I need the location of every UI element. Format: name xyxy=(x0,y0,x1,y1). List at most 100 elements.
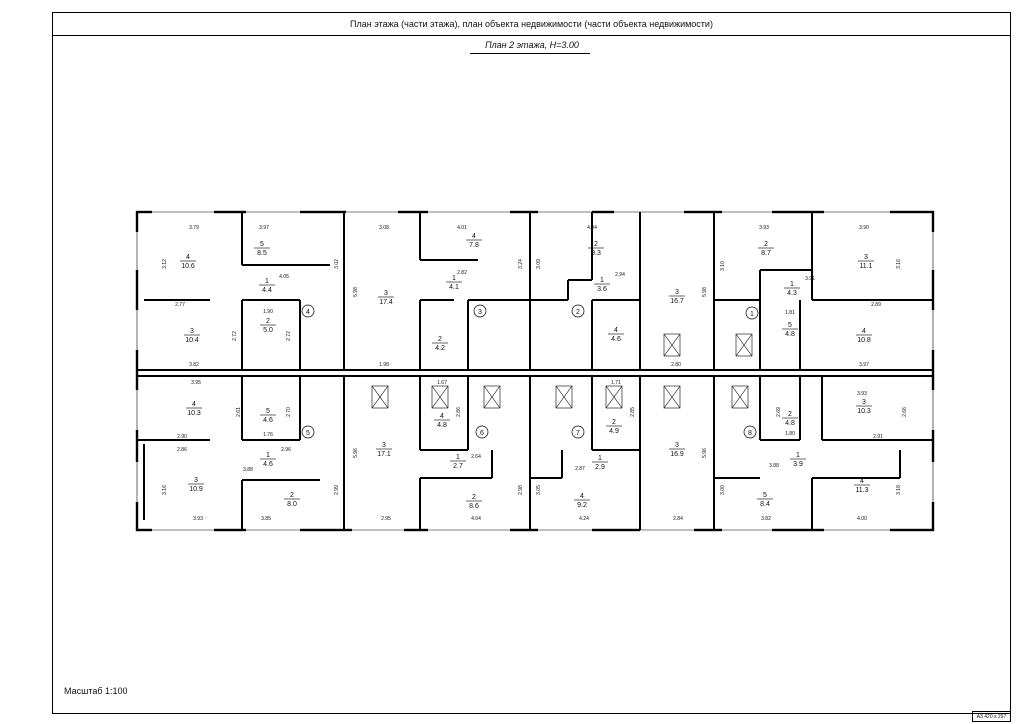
apartment-number: 7 xyxy=(576,430,580,437)
dim-label: 5.98 xyxy=(702,287,708,297)
dim-label: 2.72 xyxy=(286,331,292,341)
room-label: 317.4 xyxy=(379,290,393,306)
room-label: 12.9 xyxy=(595,455,605,471)
svg-text:17.4: 17.4 xyxy=(379,299,393,306)
apartment-marker: 7 xyxy=(571,425,585,439)
dim-label: 3.90 xyxy=(859,225,869,231)
dim-label: 3.12 xyxy=(162,259,168,269)
dim-label: 3.24 xyxy=(518,259,524,269)
room-label: 28.7 xyxy=(761,241,771,257)
svg-text:16.7: 16.7 xyxy=(670,298,684,305)
subtitle-underline xyxy=(470,53,590,54)
svg-text:10.8: 10.8 xyxy=(857,337,871,344)
dim-label: 4.00 xyxy=(857,516,867,522)
svg-text:4: 4 xyxy=(614,327,618,334)
svg-text:16.9: 16.9 xyxy=(670,451,684,458)
dimension-labels: 3.79 3.97 3.08 4.01 4.34 3.93 3.90 3.93 … xyxy=(162,225,908,522)
svg-text:3.6: 3.6 xyxy=(597,286,607,293)
svg-text:2: 2 xyxy=(612,419,616,426)
dim-label: 2.72 xyxy=(232,331,238,341)
svg-text:17.1: 17.1 xyxy=(377,451,391,458)
svg-text:5: 5 xyxy=(260,241,264,248)
dim-label: 3.05 xyxy=(536,485,542,495)
room-label: 44.6 xyxy=(611,327,621,343)
svg-text:1: 1 xyxy=(796,452,800,459)
room-label: 310.3 xyxy=(857,399,871,415)
dim-label: 1.98 xyxy=(379,362,389,368)
svg-text:4.9: 4.9 xyxy=(609,428,619,435)
svg-text:4.3: 4.3 xyxy=(787,290,797,297)
svg-text:3: 3 xyxy=(194,477,198,484)
dim-label: 3.91 xyxy=(805,276,815,282)
svg-text:8.4: 8.4 xyxy=(760,501,770,508)
room-label: 13.9 xyxy=(793,452,803,468)
apartment-number: 6 xyxy=(480,430,484,437)
dim-label: 4.01 xyxy=(457,225,467,231)
dim-label: 2.85 xyxy=(630,407,636,417)
dim-label: 3.93 xyxy=(857,391,867,397)
dim-label: 2.77 xyxy=(175,302,185,308)
dim-label: 5.96 xyxy=(702,448,708,458)
apartment-marker: 4 xyxy=(301,304,315,318)
dim-label: 1.71 xyxy=(611,380,621,386)
svg-text:4.8: 4.8 xyxy=(437,422,447,429)
room-label: 411.3 xyxy=(855,478,868,494)
svg-text:3: 3 xyxy=(384,290,388,297)
dim-label: 3.18 xyxy=(896,485,902,495)
room-label: 13.6 xyxy=(597,277,607,293)
room-label: 14.1 xyxy=(449,275,459,291)
svg-text:2: 2 xyxy=(472,494,476,501)
svg-text:3.9: 3.9 xyxy=(793,461,803,468)
room-label: 410.3 xyxy=(187,401,201,417)
svg-text:3: 3 xyxy=(382,442,386,449)
dim-label: 4.24 xyxy=(579,516,589,522)
svg-text:4: 4 xyxy=(192,401,196,408)
dim-label: 2.94 xyxy=(615,272,625,278)
svg-text:2.9: 2.9 xyxy=(595,464,605,471)
apartment-marker: 3 xyxy=(473,304,487,318)
dim-label: 3.97 xyxy=(259,225,269,231)
dim-label: 3.16 xyxy=(896,259,902,269)
dim-label: 3.97 xyxy=(859,362,869,368)
dim-label: 2.70 xyxy=(286,407,292,417)
svg-text:5: 5 xyxy=(788,322,792,329)
dim-label: 3.93 xyxy=(759,225,769,231)
svg-text:10.3: 10.3 xyxy=(187,410,201,417)
room-label: 58.5 xyxy=(257,241,267,257)
svg-text:8.6: 8.6 xyxy=(469,503,479,510)
room-label: 28.6 xyxy=(469,494,479,510)
svg-text:4: 4 xyxy=(862,328,866,335)
scale-label: Масштаб 1:100 xyxy=(64,686,128,696)
room-label: 54.6 xyxy=(263,408,273,424)
dim-label: 5.98 xyxy=(353,287,359,297)
label-dividers xyxy=(180,239,874,502)
svg-text:4.4: 4.4 xyxy=(262,287,272,294)
svg-text:5: 5 xyxy=(763,492,767,499)
room-label: 14.3 xyxy=(787,281,797,297)
svg-text:10.6: 10.6 xyxy=(181,263,195,270)
room-label: 14.4 xyxy=(262,278,272,294)
room-label: 310.9 xyxy=(189,477,203,493)
svg-text:4: 4 xyxy=(440,413,444,420)
dim-label: 1.80 xyxy=(785,431,795,437)
dim-label: 2.86 xyxy=(456,407,462,417)
svg-text:4: 4 xyxy=(860,478,864,485)
sheet-title: План этажа (части этажа), план объекта н… xyxy=(52,12,1011,36)
room-label: 310.4 xyxy=(185,328,199,344)
sanitary-fixtures xyxy=(371,333,753,409)
svg-text:4.6: 4.6 xyxy=(611,336,621,343)
room-label: 28.0 xyxy=(287,492,297,508)
dim-label: 2.91 xyxy=(873,434,883,440)
dim-label: 3.10 xyxy=(720,261,726,271)
apartment-marker: 2 xyxy=(571,304,585,318)
svg-text:3: 3 xyxy=(862,399,866,406)
dim-label: 2.69 xyxy=(776,407,782,417)
svg-text:10.9: 10.9 xyxy=(189,486,203,493)
dim-label: 3.82 xyxy=(189,362,199,368)
apartment-number: 4 xyxy=(306,309,310,316)
apartment-number: 5 xyxy=(306,430,310,437)
dim-label: 2.82 xyxy=(457,270,467,276)
dim-label: 2.86 xyxy=(177,447,187,453)
dim-label: 2.89 xyxy=(871,302,881,308)
